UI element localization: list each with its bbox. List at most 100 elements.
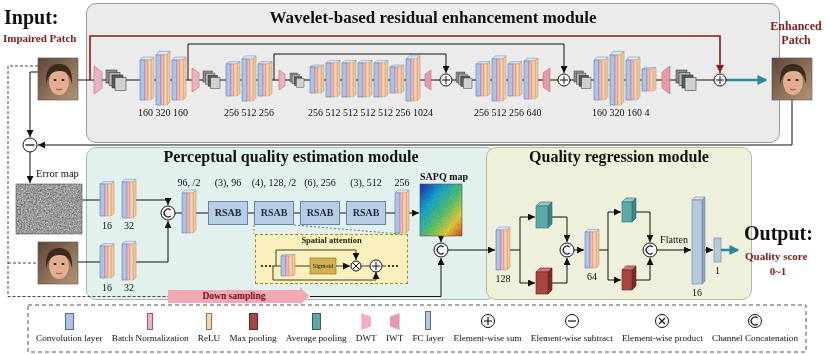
figure-label: 256 — [395, 177, 410, 189]
figure-label: SAPQ map — [420, 171, 468, 183]
impaired-patch-image — [38, 242, 78, 284]
fc-layer — [692, 197, 721, 284]
conv-block — [226, 62, 240, 96]
regression-wires — [657, 250, 691, 251]
max-pooling-block — [548, 268, 552, 294]
conv-block — [585, 229, 599, 268]
conv-block — [100, 182, 114, 216]
connector — [248, 213, 254, 214]
legend-symbol — [565, 315, 578, 328]
legend-swatch — [206, 313, 212, 330]
legend-symbol — [568, 320, 576, 321]
iwt-block — [425, 70, 431, 90]
rsab-block: RSAB — [254, 201, 294, 225]
figure-label: 256 512 512 512 512 256 1024 — [308, 107, 433, 119]
sum-symbol — [558, 74, 570, 86]
rsab-block: RSAB — [300, 201, 340, 225]
perceptual-wires — [196, 213, 208, 214]
conv-block — [374, 60, 388, 97]
perceptual-wires — [409, 213, 419, 214]
legend-text: Element-wise subtract — [531, 333, 613, 344]
conv-block — [476, 62, 490, 96]
figure-label: 1 — [715, 265, 720, 277]
input-wires — [8, 66, 792, 297]
sum-symbol — [440, 74, 726, 86]
sigmoid-block — [310, 258, 336, 274]
module-title: Quality regression module — [487, 148, 751, 166]
legend-symbol — [480, 313, 496, 329]
conv-block — [122, 179, 136, 218]
conv-block — [496, 227, 510, 270]
max-pooling-block — [536, 266, 636, 294]
conv-block — [610, 51, 624, 105]
conv-block — [492, 56, 506, 101]
subtract-symbol — [23, 138, 37, 152]
figure-label: (3), 512 — [350, 177, 382, 189]
conv-block — [281, 255, 295, 277]
spatial-attention-detail — [269, 265, 271, 267]
regression-wires — [574, 250, 584, 251]
spatial-attention-detail — [265, 265, 267, 267]
input-wires — [8, 263, 37, 264]
legend-text: Element-wise product — [622, 333, 703, 344]
wavelet-subbands — [203, 71, 220, 88]
legend-text: Batch Normalization — [112, 333, 189, 344]
figure-label: (3), 96 — [215, 177, 242, 189]
dwt-block — [94, 66, 285, 94]
perceptual-wires — [294, 225, 400, 234]
connector — [340, 213, 346, 214]
sum-symbol — [440, 74, 452, 86]
spatial-attention-detail — [261, 265, 263, 267]
enhancement-wires — [726, 79, 766, 82]
conv-block — [358, 60, 372, 97]
legend-swatch — [147, 313, 153, 330]
perceptual-wires — [310, 258, 441, 297]
legend-symbol — [659, 318, 665, 324]
rsab-block: RSAB — [346, 201, 386, 225]
spatial-attention-detail — [295, 266, 310, 267]
error-map-image — [16, 184, 82, 234]
fc-layer — [702, 197, 705, 284]
perceptual-wires — [386, 213, 395, 214]
legend-text: Convolution layer — [36, 333, 103, 344]
concat-symbol — [643, 243, 657, 257]
downsampling-band: Down sampling — [168, 290, 300, 303]
conv-block — [182, 190, 196, 233]
sapq-map-image — [420, 184, 462, 236]
regression-wires — [520, 250, 535, 283]
input-wires — [8, 66, 168, 297]
max-pooling-block — [632, 266, 636, 290]
conv-block — [310, 65, 324, 93]
connector — [294, 213, 300, 214]
concat-symbol — [560, 243, 574, 257]
legend-text: FC layer — [412, 333, 444, 344]
concat-symbol — [161, 206, 175, 220]
figure-label: Sigmoid — [313, 263, 333, 270]
figure-label: (4), 128, /2 — [252, 177, 296, 189]
legend-symbol — [654, 313, 670, 329]
perceptual-wires — [78, 262, 100, 263]
legend-frame — [28, 305, 806, 352]
enhanced-patch-image — [772, 58, 812, 100]
sapq-map-image — [420, 184, 462, 236]
node-label: RSAB — [215, 208, 242, 218]
figure-label: 0~1 — [770, 265, 787, 278]
conv-block — [326, 60, 340, 97]
wavelet-subbands — [456, 72, 472, 88]
conv-block — [140, 51, 656, 105]
node-label: RSAB — [353, 208, 380, 218]
figure-label: 256 512 256 640 — [474, 107, 542, 119]
iwt-block — [543, 68, 550, 92]
legend-swatch — [312, 313, 321, 330]
perceptual-wires — [82, 200, 100, 201]
legend-swatch — [65, 313, 74, 330]
legend-text: DWT — [356, 333, 377, 344]
dwt-block — [94, 66, 102, 94]
average-pooling-block — [536, 198, 636, 228]
average-pooling-block — [536, 206, 548, 228]
error-map-frame — [16, 184, 82, 234]
figure-label: Flatten — [660, 234, 688, 246]
legend-symbol — [481, 315, 494, 328]
